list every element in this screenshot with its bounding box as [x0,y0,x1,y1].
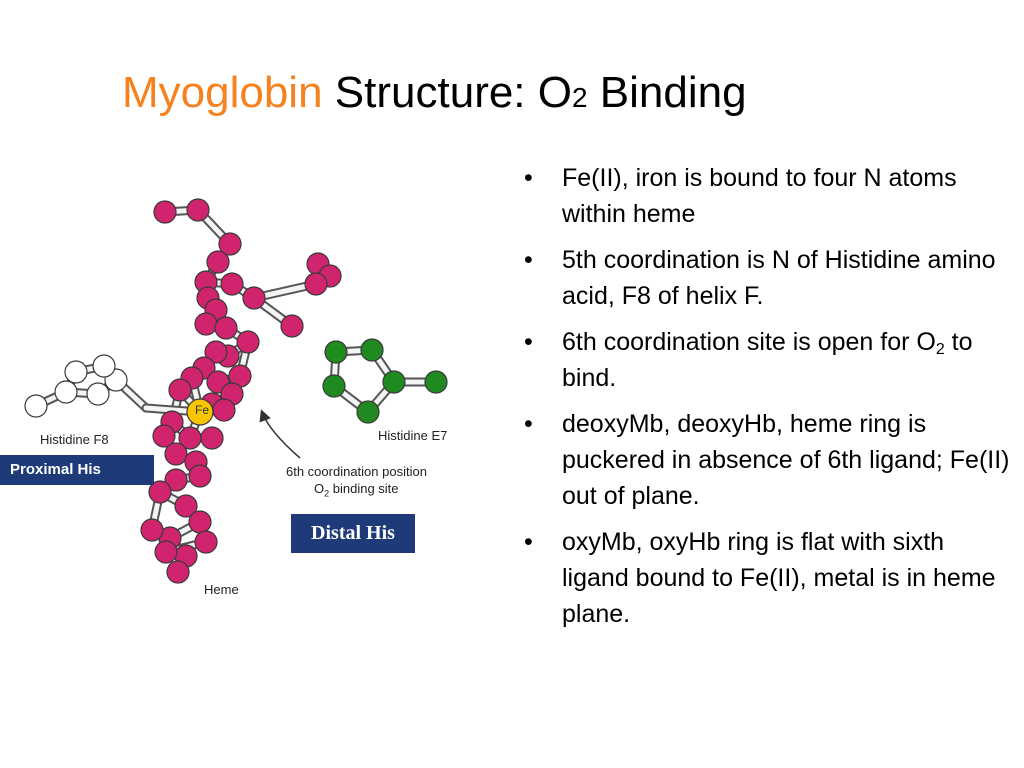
bullet-text: 5th coordination is N of Histidine amino… [562,246,996,310]
coordination-position-label: 6th coordination position [286,464,427,479]
histidine-f8-label: Histidine F8 [40,432,109,447]
histidine-e7-atom [382,370,406,394]
heme-atom [174,494,198,518]
bullet-text: Fe(II), iron is bound to four N atoms wi… [562,164,957,228]
bullet-list: • Fe(II), iron is bound to four N atoms w… [522,160,1012,642]
heme-atom [186,198,210,222]
histidine-f8-atom [24,394,48,418]
heme-atom [280,314,304,338]
heme-atom [153,200,177,224]
heme-atom [214,316,238,340]
histidine-e7-atom [360,338,384,362]
heme-atom [152,424,176,448]
title-accent: Myoglobin [122,68,323,117]
bullet-text: oxyMb, oxyHb ring is flat with sixth lig… [562,528,996,628]
histidine-e7-atom [356,400,380,424]
myoglobin-heme-figure: Fe Histidine F8 Histidine E7 6th coordin… [0,180,470,620]
heme-atom [194,530,218,554]
distal-his-callout: Distal His [291,514,415,553]
histidine-e7-atom [424,370,448,394]
binding-site-label: O2 binding site [314,481,399,499]
heme-atom [206,250,230,274]
histidine-f8-atom [54,380,78,404]
heme-atom [148,480,172,504]
histidine-e7-atom [324,340,348,364]
bullet-dot: • [524,528,533,556]
heme-atom [212,398,236,422]
bullet-item: • deoxyMb, deoxyHb, heme ring is puckered… [522,406,1012,514]
bullet-item: • 5th coordination is N of Histidine amin… [522,242,1012,314]
heme-atom [140,518,164,542]
bullet-text-after: to bind. [562,328,973,392]
heme-atom [164,468,188,492]
histidine-e7-atom [322,374,346,398]
heme-label: Heme [204,582,239,597]
heme-molecule-diagram: Fe [24,198,448,584]
slide-title: Myoglobin Structure: O2 Binding [122,68,982,140]
heme-atom [188,464,212,488]
bullet-text-before: 6th coordination site is open for O [562,328,936,356]
heme-atom [220,272,244,296]
o2-subscript: 2 [324,488,330,499]
binding-site-text: binding site [329,481,399,496]
heme-atom [166,560,190,584]
bullet-dot: • [524,164,533,192]
bullet-item: • Fe(II), iron is bound to four N atoms w… [522,160,1012,232]
heme-atom [218,232,242,256]
histidine-f8-atom [86,382,110,406]
bullet-dot: • [524,246,533,274]
heme-atom [200,426,224,450]
heme-atom [304,272,328,296]
heme-atom [164,442,188,466]
heme-atom [194,312,218,336]
title-tail: Binding [587,68,747,117]
o2-letter: O [314,481,325,496]
bullet-dot: • [524,410,533,438]
heme-atom [204,340,228,364]
title-main: Structure: O [334,68,572,117]
iron-atom [186,398,214,426]
heme-atom [242,286,266,310]
heme-atom [154,540,178,564]
heme-atom [168,378,192,402]
histidine-e7-label: Histidine E7 [378,428,448,443]
bullet-item: • oxyMb, oxyHb ring is flat with sixth li… [522,524,1012,632]
heme-atom [188,510,212,534]
heme-atom [236,330,260,354]
histidine-f8-atom [64,360,88,384]
bullet-subscript: 2 [935,341,945,358]
binding-site-arrow [259,409,301,459]
title-subscript: 2 [571,82,588,113]
histidine-f8-atom [92,354,116,378]
bullet-text: deoxyMb, deoxyHb, heme ring is puckered … [562,410,1010,510]
bullet-item: • 6th coordination site is open for O2 to… [522,324,1012,396]
proximal-his-callout: Proximal His [0,455,154,485]
iron-label: Fe [195,403,209,417]
bullet-dot: • [524,328,533,356]
